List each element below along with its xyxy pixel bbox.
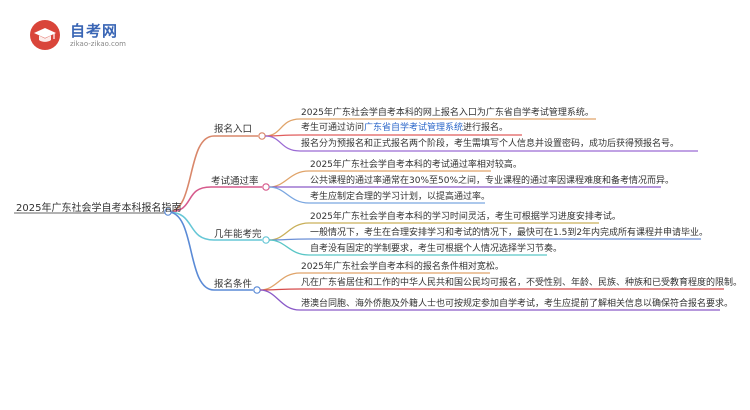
leaf-duration-1: 2025年广东社会学自考本科的学习时间灵活，考生可根据学习进度安排考试。: [310, 212, 621, 222]
leaf-req-3: 港澳台同胞、海外侨胞及外籍人士也可按规定参加自学考试，考生应提前了解相关信息以确…: [301, 299, 734, 309]
branch-node-2: [262, 236, 270, 244]
branch-curve-2: [167, 211, 215, 241]
leaf-curve-3-0: [259, 272, 301, 291]
branch-node-1: [262, 183, 270, 191]
branch-node-0: [258, 132, 266, 140]
exam-system-link[interactable]: 广东省自学考试管理系统: [364, 123, 464, 133]
site-logo[interactable]: 自考网 zikao-zikao.com: [30, 18, 170, 52]
leaf-curve-1-2: [268, 186, 310, 204]
leaf-curve-3-2: [259, 289, 301, 311]
leaf-req-2: 凡在广东省居住和工作的中华人民共和国公民均可报名，不受性别、年龄、民族、种族和已…: [301, 278, 743, 288]
leaf-req-1: 2025年广东社会学自考本科的报名条件相对宽松。: [301, 262, 504, 272]
logo-subtitle: zikao-zikao.com: [70, 40, 126, 48]
leaf-curve-2-2: [268, 239, 310, 256]
leaf-pass-1: 2025年广东社会学自考本科的考试通过率相对较高。: [310, 160, 522, 170]
logo-title: 自考网: [70, 22, 119, 40]
leaf-curve-2-0: [268, 222, 310, 241]
leaf-curve-1-0: [268, 170, 310, 188]
root-node-dot: [164, 208, 172, 216]
leaf-entry-2-prefix: 考生可通过访问: [301, 123, 365, 133]
leaf-entry-3: 报名分为预报名和正式报名两个阶段，考生需填写个人信息并设置密码，成功后获得预报名…: [301, 139, 680, 149]
branch-curve-1: [167, 186, 212, 213]
leaf-pass-3: 考生应制定合理的学习计划，以提高通过率。: [310, 192, 491, 202]
branch-pass-rate: 考试通过率: [211, 176, 259, 187]
root-node: 2025年广东社会学自考本科报名指南: [16, 203, 182, 214]
leaf-pass-2: 公共课程的通过率通常在30%至50%之间，专业课程的通过率因课程难度和备考情况而…: [310, 176, 675, 186]
leaf-duration-3: 自考没有固定的学制要求，考生可根据个人情况选择学习节奏。: [310, 244, 563, 254]
branch-curve-0: [167, 135, 215, 213]
branch-requirements: 报名条件: [214, 279, 253, 290]
graduation-cap-icon: [30, 20, 60, 50]
branch-registration-entry: 报名入口: [214, 124, 253, 135]
leaf-duration-2: 一般情况下，考生在合理安排学习和考试的情况下，最快可在1.5到2年内完成所有课程…: [310, 228, 709, 238]
leaf-curve-0-2: [264, 135, 301, 152]
leaf-curve-0-0: [264, 118, 301, 137]
leaf-entry-2-suffix: 进行报名。: [463, 123, 509, 133]
leaf-entry-2: 考生可通过访问广东省自学考试管理系统进行报名。: [301, 123, 508, 134]
leaf-entry-1: 2025年广东社会学自考本科的网上报名入口为广东省自学考试管理系统。: [301, 108, 594, 118]
branch-node-3: [253, 286, 261, 294]
branch-curve-3: [167, 211, 215, 291]
branch-duration: 几年能考完: [214, 229, 262, 240]
